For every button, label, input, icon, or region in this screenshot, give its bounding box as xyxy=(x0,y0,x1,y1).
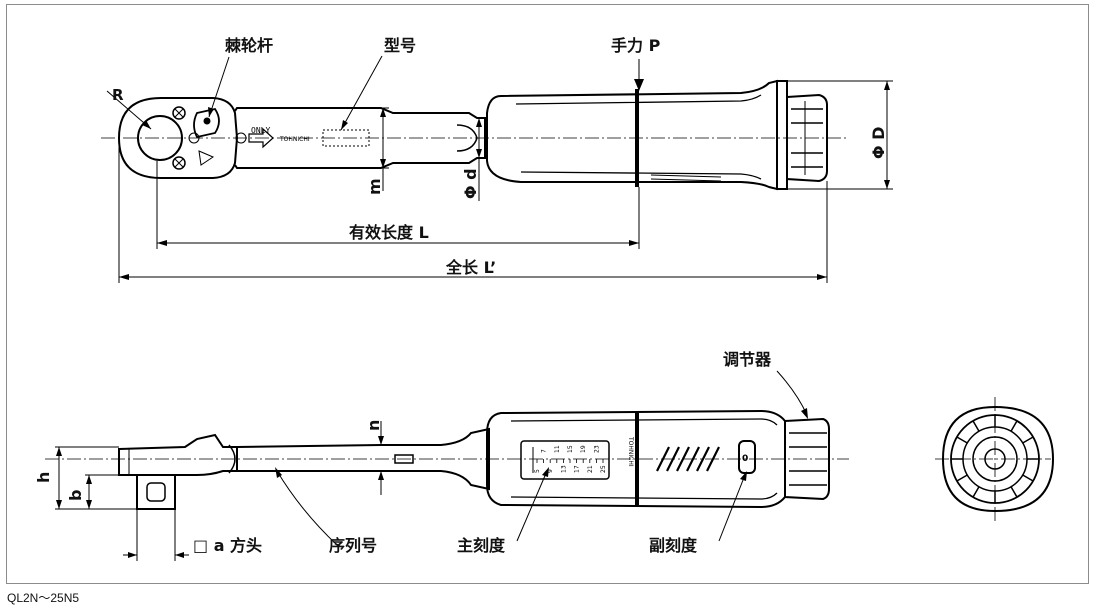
main-scale-tick-label: 17 xyxy=(574,465,581,473)
square-drive xyxy=(136,474,176,510)
main-scale-tick-label: 9 xyxy=(547,469,554,473)
knob-tooth xyxy=(1022,474,1034,482)
only-mark: ONLY xyxy=(251,126,270,135)
overall-length-label: 全长 L’ xyxy=(445,258,496,277)
grip-end-cap xyxy=(776,80,788,190)
knob-tooth xyxy=(972,420,980,432)
side-adjuster-knob xyxy=(784,417,830,501)
dim-m-label: m xyxy=(365,178,384,195)
model-plate xyxy=(322,129,370,147)
main-scale-tick-label: 19 xyxy=(580,445,587,453)
radius-label: R xyxy=(112,86,124,104)
dim-n-label: n xyxy=(364,420,383,431)
dim-h-label: h xyxy=(34,472,53,483)
adjuster-label: 调节器 xyxy=(723,350,772,369)
side-head xyxy=(118,433,238,476)
main-scale-tick-label: 13 xyxy=(560,465,567,473)
side-shaft xyxy=(236,427,490,491)
knob-tooth xyxy=(956,474,968,482)
main-scale-tick-label: 21 xyxy=(587,465,594,473)
top-view: ONLY TOHNICHI R 棘轮杆 型号 xyxy=(101,36,893,283)
drive-hole xyxy=(137,115,183,161)
main-scale-label: 主刻度 xyxy=(457,536,506,555)
main-scale-tick-label: 7 xyxy=(541,449,548,453)
brand-mark-grip: TOHNICHI xyxy=(627,436,634,467)
main-scale-tick-label: 25 xyxy=(600,465,607,473)
main-scale-tick-label: 15 xyxy=(567,445,574,453)
dim-phi-d-label: Φ d xyxy=(461,168,480,199)
neck-detail xyxy=(456,124,478,152)
head-screw-bottom xyxy=(172,156,186,170)
figure-caption: QL2N～25N5 xyxy=(7,591,80,605)
serial-plate xyxy=(394,454,414,464)
main-scale-tick-label: 11 xyxy=(554,445,561,453)
main-scale-tick-label: 23 xyxy=(593,445,600,453)
hand-force-label: 手力 P xyxy=(611,36,661,55)
sub-scale-label: 副刻度 xyxy=(649,536,698,555)
knob-tooth xyxy=(972,486,980,498)
adjuster-knob xyxy=(786,93,828,183)
knob-tooth xyxy=(1022,436,1034,444)
serial-number-label: 序列号 xyxy=(329,536,377,555)
grip-slots xyxy=(656,446,720,472)
side-grip xyxy=(486,409,786,509)
head-screw-top xyxy=(172,106,186,120)
sub-scale-value: 0 xyxy=(742,454,748,464)
dim-b-label: b xyxy=(66,490,85,501)
grip xyxy=(486,79,778,191)
model-label: 型号 xyxy=(384,36,416,55)
end-center-hole xyxy=(984,448,1006,470)
side-view: TOHNICHI 5 7 9 11 13 15 17 19 21 23 25 0 调节器 xyxy=(34,350,849,561)
ratchet-head xyxy=(117,97,239,179)
knob-tooth xyxy=(956,436,968,444)
ratchet-lever xyxy=(193,107,220,139)
direction-arrow xyxy=(248,127,274,149)
sub-scale-window xyxy=(738,440,756,474)
end-view xyxy=(935,397,1055,523)
main-scale-ticks: 5 7 9 11 13 15 17 19 21 23 25 xyxy=(534,445,607,473)
main-scale-window xyxy=(520,440,610,480)
dim-phi-D-label: Φ D xyxy=(869,127,888,159)
knob-tooth xyxy=(1010,486,1018,498)
end-outer-ring xyxy=(941,405,1055,513)
square-drive-label: □ a 方头 xyxy=(193,536,262,555)
knob-tooth xyxy=(1010,420,1018,432)
torque-wrench-drawing: ONLY TOHNICHI R 棘轮杆 型号 xyxy=(34,36,1055,561)
drawing-frame: ONLY TOHNICHI R 棘轮杆 型号 xyxy=(6,4,1089,584)
main-scale-tick-label: 5 xyxy=(534,469,541,473)
ratchet-lever-label: 棘轮杆 xyxy=(225,36,273,55)
effective-length-label: 有效长度 L xyxy=(349,223,429,242)
brand-mark-shaft: TOHNICHI xyxy=(279,136,310,143)
end-knob-teeth xyxy=(951,415,1039,503)
